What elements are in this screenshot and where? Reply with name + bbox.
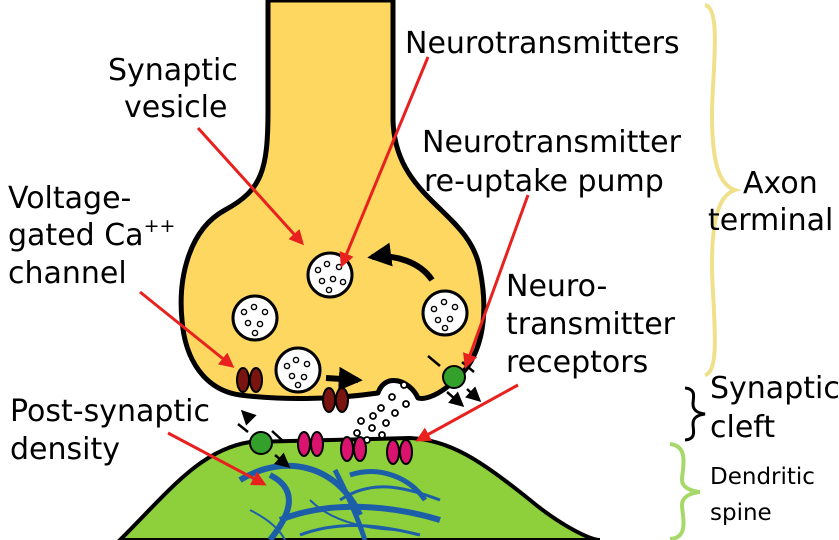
synaptic-vesicle — [231, 294, 279, 342]
release-arrow — [325, 366, 363, 391]
dendritic-spine-brace — [669, 442, 701, 540]
label-ca-channel: Voltage- gated Ca++ channel — [8, 181, 185, 291]
synaptic-vesicle — [274, 346, 322, 394]
label-reuptake-pump: Neurotransmitter re-uptake pump — [422, 125, 691, 199]
receptor — [386, 439, 413, 465]
reuptake-pump — [427, 355, 482, 407]
recycling-arrow — [367, 242, 435, 282]
postsynaptic-pump — [237, 409, 291, 468]
label-synaptic-vesicle: Synaptic vesicle — [108, 53, 247, 125]
region-synaptic-cleft: Synaptic cleft — [710, 371, 839, 445]
ca-channel — [236, 367, 263, 393]
region-axon-terminal: Axon terminal — [708, 166, 833, 238]
cytoskeleton-filaments — [238, 462, 441, 540]
synaptic-vesicle — [421, 289, 469, 337]
label-neurotransmitters: Neurotransmitters — [405, 26, 680, 61]
region-dendritic-spine: Dendritic spine — [710, 464, 822, 526]
released-neurotransmitters — [353, 381, 410, 444]
label-post-synaptic-density: Post-synaptic density — [10, 394, 220, 467]
receptor — [340, 436, 367, 462]
receptor — [297, 431, 324, 457]
axon-terminal-brace — [704, 3, 742, 377]
ca-channel — [322, 387, 349, 413]
synaptic-cleft-brace — [684, 386, 706, 442]
annotation-arrows — [139, 56, 530, 486]
label-receptors: Neuro- transmitter receptors — [506, 269, 685, 380]
